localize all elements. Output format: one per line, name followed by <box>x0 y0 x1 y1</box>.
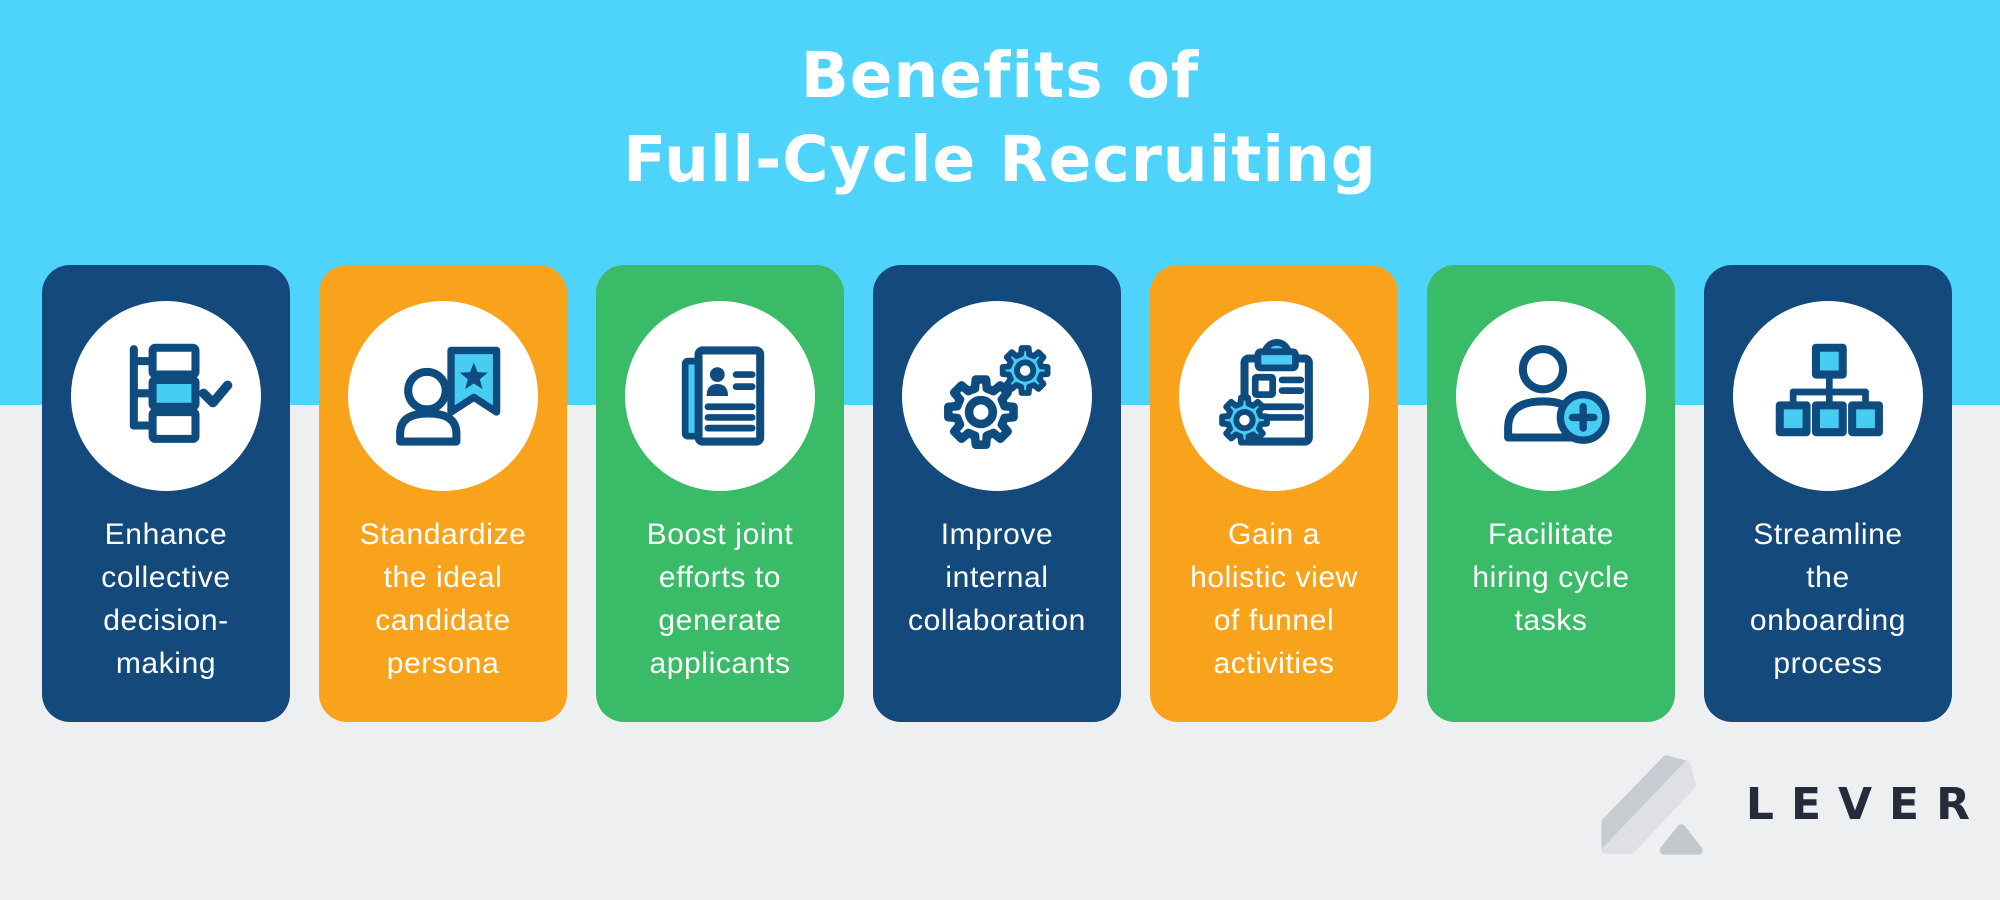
benefit-card-generate-applicants: Boost joint efforts to generate applican… <box>596 265 844 722</box>
icon-circle <box>1456 301 1646 491</box>
infographic-title: Benefits of Full-Cycle Recruiting <box>0 0 2000 202</box>
candidate-badge-icon <box>396 346 501 446</box>
benefit-card-decision-making: Enhance collective decision- making <box>42 265 290 722</box>
benefit-cards-row: Enhance collective decision- making Stan… <box>42 265 1952 722</box>
clipboard-gear-icon <box>1207 339 1313 446</box>
org-chart-icon <box>1775 343 1883 437</box>
benefit-label: Gain a holistic view of funnel activitie… <box>1190 518 1358 680</box>
icon-circle <box>1179 301 1369 491</box>
add-person-icon <box>1504 345 1610 444</box>
benefit-card-internal-collaboration: Improve internal collaboration <box>873 265 1121 722</box>
icon-circle <box>625 301 815 491</box>
icon-circle <box>902 301 1092 491</box>
title-line-1: Benefits of <box>800 39 1200 112</box>
benefit-card-hiring-tasks: Facilitate hiring cycle tasks <box>1427 265 1675 722</box>
icon-circle <box>71 301 261 491</box>
icon-circle <box>1733 301 1923 491</box>
decision-tree-icon <box>129 343 233 443</box>
gears-icon <box>930 329 1064 463</box>
benefit-label: Facilitate hiring cycle tasks <box>1472 518 1630 637</box>
icon-circle <box>348 301 538 491</box>
benefit-label: Enhance collective decision- making <box>101 518 231 680</box>
benefit-card-onboarding: Streamline the onboarding process <box>1704 265 1952 722</box>
benefit-label: Boost joint efforts to generate applican… <box>646 518 794 680</box>
benefit-card-funnel-view: Gain a holistic view of funnel activitie… <box>1150 265 1398 722</box>
benefit-label: Streamline the onboarding process <box>1749 518 1907 680</box>
lever-logo-text: LEVER <box>1745 779 1987 830</box>
benefit-label: Improve internal collaboration <box>908 518 1086 637</box>
benefit-label: Standardize the ideal candidate persona <box>359 518 527 680</box>
lever-logo: LEVER <box>1597 751 1970 858</box>
lever-logo-mark <box>1601 755 1703 855</box>
resume-icon <box>681 346 765 446</box>
benefit-card-candidate-persona: Standardize the ideal candidate persona <box>319 265 567 722</box>
title-line-2: Full-Cycle Recruiting <box>623 123 1377 196</box>
